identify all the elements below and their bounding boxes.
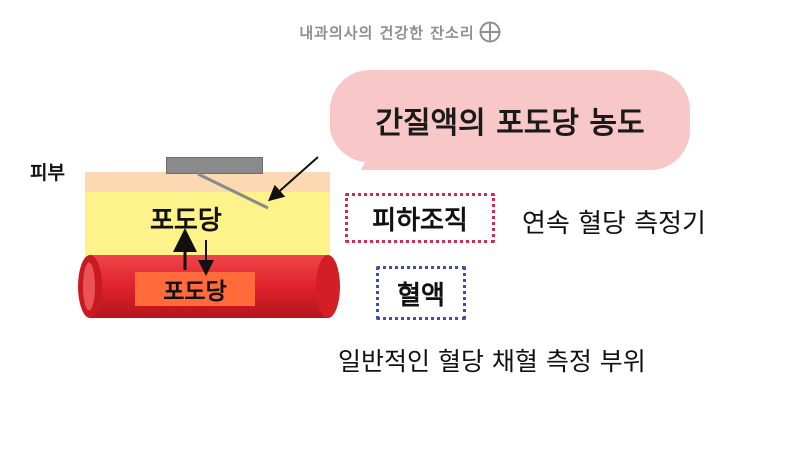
header: 내과의사의 건강한 잔소리 (0, 18, 800, 46)
blood-glucose-box (135, 272, 255, 306)
bubble-title: 간질액의 포도당 농도 (375, 106, 645, 141)
skin-label: 피부 (30, 162, 65, 184)
circled-plus-logo-icon (479, 21, 501, 43)
blood-label: 혈액 (397, 280, 445, 311)
header-title: 내과의사의 건강한 잔소리 (299, 23, 475, 42)
blood-glucose-label: 포도당 (163, 279, 227, 305)
cgm-label: 연속 혈당 측정기 (522, 209, 706, 239)
skin-layer (85, 172, 330, 194)
subcutaneous-label: 피하조직 (372, 205, 468, 236)
usual-site-caption: 일반적인 혈당 채혈 측정 부위 (338, 347, 646, 376)
blood-vessel (78, 255, 340, 318)
cgm-sensor-patch (166, 157, 263, 174)
speech-bubble (330, 70, 690, 170)
subcutaneous-label-box: 피하조직 (345, 193, 495, 243)
tissue-glucose-label: 포도당 (150, 206, 222, 236)
blood-label-box: 혈액 (376, 266, 466, 320)
